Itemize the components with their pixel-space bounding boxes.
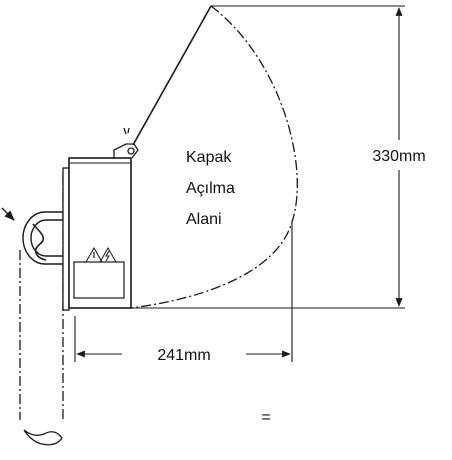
clearance-label-line2: Açılma bbox=[186, 180, 235, 197]
warning-label bbox=[73, 246, 125, 299]
open-lid bbox=[132, 5, 212, 146]
width-dimension bbox=[74, 222, 293, 362]
clearance-label-line3: Alani bbox=[186, 211, 222, 228]
lid-swing-arc bbox=[130, 5, 298, 309]
warning-label-frame bbox=[73, 261, 125, 299]
mounting-plate bbox=[62, 167, 70, 311]
pole-break-end bbox=[23, 429, 63, 446]
height-dimension bbox=[211, 5, 405, 307]
lightning-warning-triangle-icon bbox=[85, 246, 117, 263]
footer-mark: = bbox=[261, 409, 270, 426]
hinge-icon bbox=[113, 127, 139, 159]
height-dimension-label: 330mm bbox=[372, 148, 425, 165]
width-dimension-label: 241mm bbox=[157, 347, 210, 364]
clamp-pointer-arrow bbox=[1, 207, 15, 221]
clearance-label-line1: Kapak bbox=[186, 149, 232, 166]
